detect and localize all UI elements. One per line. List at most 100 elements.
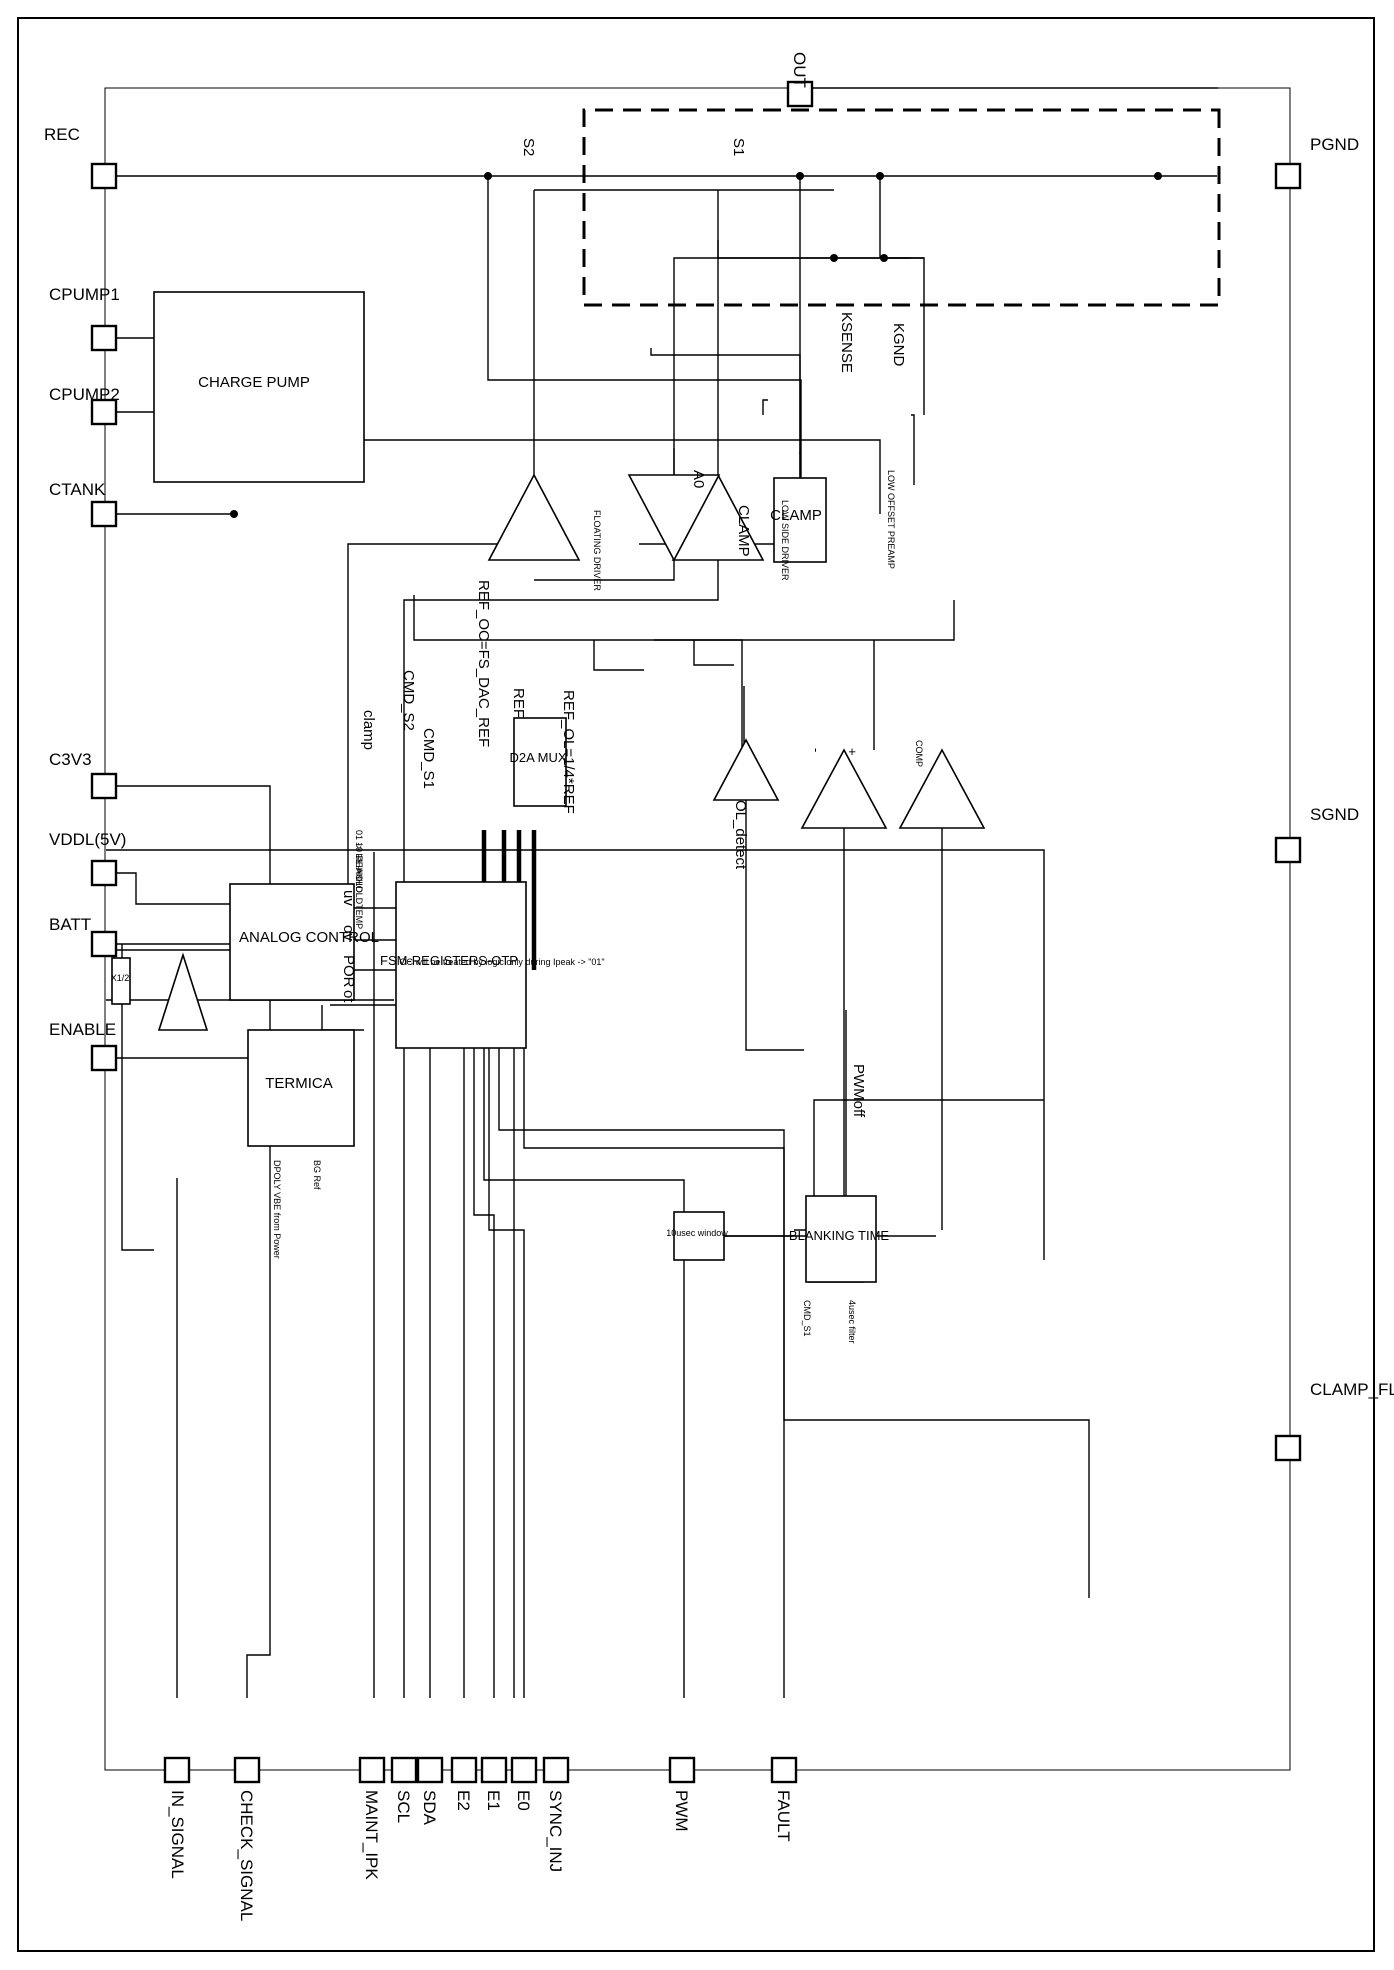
pin-pwm[interactable]	[668, 1756, 696, 1784]
pin-vddl[interactable]	[90, 859, 118, 887]
label-e2: E2	[454, 1790, 473, 1811]
blanking-label: BLANKING TIME	[789, 1228, 890, 1243]
pin-enable[interactable]	[90, 1044, 118, 1072]
pin-pgnd[interactable]	[1274, 162, 1302, 190]
label-ref-oc: REF_OC=FS_DAC_REF	[475, 580, 492, 747]
label-ol-detect: OL_detect	[732, 800, 749, 870]
pin-clamp-flag[interactable]	[1274, 1434, 1302, 1462]
pin-in-signal[interactable]	[163, 1756, 191, 1784]
label-enable: ENABLE	[49, 1020, 116, 1039]
pin-c3v3[interactable]	[90, 772, 118, 800]
power-stage-box	[582, 108, 1221, 307]
c3v3-wire	[106, 785, 271, 884]
pin-sda[interactable]	[416, 1756, 444, 1784]
charge-pump-label: CHARGE PUMP	[198, 374, 310, 391]
pin-maint-ipk[interactable]	[358, 1756, 386, 1784]
check-signal-wire	[246, 1116, 271, 1698]
label-dpoly: DPOLY VBE from Power	[272, 1160, 282, 1259]
clamp-flag-wire	[524, 1040, 794, 1698]
input-comparator	[157, 952, 209, 1031]
pin-fault[interactable]	[770, 1756, 798, 1784]
pin-e0[interactable]	[510, 1756, 538, 1784]
clamp-to-ls	[762, 399, 768, 415]
kgnd-wire	[884, 257, 925, 415]
label-kgnd: KGND	[890, 323, 907, 367]
label-ctank: CTANK	[49, 480, 106, 499]
ol-detect-out	[745, 800, 804, 1051]
termica-ot	[321, 1005, 364, 1031]
ksense-wire	[673, 257, 834, 485]
e1-wire	[473, 1040, 495, 1698]
clamp-block	[773, 477, 827, 563]
pin-e1[interactable]	[480, 1756, 508, 1784]
label-batt: BATT	[49, 915, 91, 934]
s2-gate-wire	[533, 189, 834, 486]
label-low-offset-preamp: LOW OFFSET PREAMP	[886, 470, 896, 569]
label-pgnd: PGND	[1310, 135, 1359, 154]
s1-upper	[717, 190, 879, 259]
label-sgnd: SGND	[1310, 805, 1359, 824]
charge-pump-block	[153, 291, 365, 483]
label-cpump1: CPUMP1	[49, 285, 120, 304]
pwm-wire	[483, 1040, 685, 1698]
pin-e2[interactable]	[450, 1756, 478, 1784]
clamp-feed	[650, 348, 801, 454]
rec-to-fd	[487, 176, 802, 480]
low-offset-preamp	[627, 474, 721, 562]
ref-oc-bus	[413, 595, 955, 641]
kgnd-down	[911, 414, 915, 485]
label-cmd-s2: CMD_S2	[400, 670, 417, 731]
pin-cpump1[interactable]	[90, 324, 118, 352]
label-bg-ref: BG Ref	[312, 1160, 322, 1190]
ol-detect-comparator	[712, 738, 780, 801]
comp-feed-4	[593, 640, 644, 671]
label-cmd-s1: CMD_S1	[420, 728, 437, 789]
label-clamp-wire: clamp	[360, 710, 377, 750]
label-scl: SCL	[394, 1790, 413, 1823]
pin-check-signal[interactable]	[233, 1756, 261, 1784]
analog-control-block	[229, 883, 355, 1001]
pin-batt[interactable]	[90, 930, 118, 958]
label-pwm: PWM	[672, 1790, 691, 1832]
analog-control-label-1: ANALOG CONTROL	[239, 929, 379, 946]
d2a-mux-label: D2A MUX	[509, 750, 566, 765]
pin-sync-inj[interactable]	[542, 1756, 570, 1784]
pin-scl[interactable]	[390, 1756, 418, 1784]
termica-block	[247, 1029, 355, 1147]
pin-rec[interactable]	[90, 162, 118, 190]
label-e1: E1	[484, 1790, 503, 1811]
comp-comparator	[898, 748, 986, 829]
pin-out[interactable]	[786, 80, 814, 108]
clamp-block-label: CLAMP	[770, 507, 822, 524]
label-mux-code-2: 10 -> IHOLD	[354, 842, 364, 893]
x12-block	[111, 957, 131, 1005]
comparator-1	[800, 748, 888, 829]
label-s2: S2	[520, 138, 537, 156]
pin-sgnd[interactable]	[1274, 836, 1302, 864]
label-ref-ol: REF_OL=1/4*REF	[560, 690, 577, 814]
label-low-side-driver: LOW SIDE DRIVER	[780, 500, 790, 581]
label-vddl: VDDL(5V)	[49, 830, 126, 849]
label-clamp-signal: CLAMP	[735, 505, 752, 557]
comp-out-1	[794, 828, 845, 1231]
label-mux-code-3: 11 -> IHOLDTEMP	[354, 854, 364, 929]
label-sda: SDA	[420, 1790, 439, 1826]
label-cpump2: CPUMP2	[49, 385, 120, 404]
page-border	[17, 17, 1375, 1952]
d2a-mux-block	[513, 717, 567, 807]
label-fault: FAULT	[774, 1790, 793, 1842]
rotated-diagram: CHARGE PUMP ANALOG CONTROL TERMICA FSM-R…	[44, 52, 1394, 1921]
out-wire	[799, 87, 1218, 487]
label-plus: +	[845, 748, 860, 756]
pin-cpump2[interactable]	[90, 398, 118, 426]
blanking-block	[805, 1195, 877, 1283]
cp-to-fd	[234, 439, 881, 514]
sgnd-wire	[106, 849, 1045, 1260]
blank-to-sgnd	[813, 1099, 1044, 1198]
fsm-block	[395, 881, 527, 1049]
chip-boundary	[104, 87, 1291, 1771]
label-check-signal: CHECK_SIGNAL	[237, 1790, 256, 1921]
comp-feed-1	[654, 639, 743, 750]
pin-ctank[interactable]	[90, 500, 118, 528]
label-filter: 4usec filter	[847, 1300, 857, 1344]
